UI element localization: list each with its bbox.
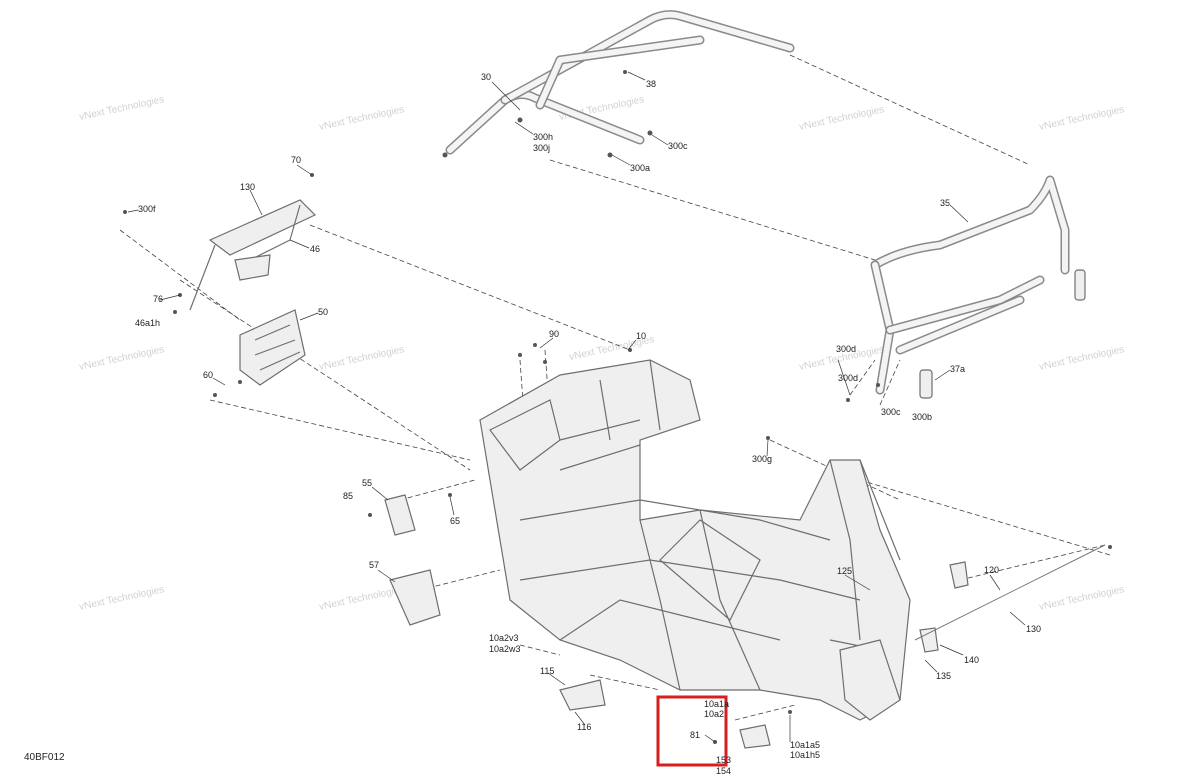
watermark: vNext Technologies: [318, 584, 405, 613]
highlight-box: [656, 695, 728, 767]
callout-120: 120: [984, 565, 999, 575]
callout-65: 65: [450, 516, 460, 526]
callout-57: 57: [369, 560, 379, 570]
callout-115: 115: [540, 666, 554, 676]
callout-76: 76: [153, 294, 163, 304]
callout-50: 50: [318, 307, 328, 317]
callout-10a1a: 10a1a: [704, 699, 729, 709]
watermark: vNext Technologies: [78, 344, 165, 373]
callout-55: 55: [362, 478, 372, 488]
callout-85: 85: [343, 491, 353, 501]
callout-300b: 300b: [912, 412, 932, 422]
callout-300g: 300g: [752, 454, 772, 464]
callout-125: 125: [837, 566, 852, 576]
callout-300c-top: 300c: [668, 141, 688, 151]
small-parts: [368, 383, 1112, 749]
watermark: vNext Technologies: [1038, 104, 1125, 133]
callout-46: 46: [310, 244, 320, 254]
callout-116: 116: [577, 722, 591, 732]
callout-10a1h5: 10a1h5: [790, 750, 820, 760]
figure-code: 40BF012: [24, 752, 65, 763]
rear-cage-35: [870, 175, 1086, 399]
callout-10a2w3: 10a2w3: [489, 644, 521, 654]
callout-70: 70: [291, 155, 301, 165]
callout-154: 154: [716, 766, 731, 776]
roof-bar-30: [442, 10, 795, 158]
callout-153: 153: [716, 755, 731, 765]
callout-300a: 300a: [630, 163, 650, 173]
callout-130-right: 130: [1026, 624, 1041, 634]
assembly-lines: [119, 54, 1111, 721]
callout-300f: 300f: [138, 204, 156, 214]
callout-300d: 300d: [838, 373, 858, 383]
callout-135: 135: [936, 671, 951, 681]
watermark: vNext Technologies: [1038, 584, 1125, 613]
callout-10a1a5: 10a1a5: [790, 740, 820, 750]
callout-60: 60: [203, 370, 213, 380]
callout-35: 35: [940, 198, 950, 208]
callout-130-top: 130: [240, 182, 255, 192]
front-brackets: [123, 173, 317, 314]
callout-30: 30: [481, 72, 491, 82]
watermark: vNext Technologies: [78, 584, 165, 613]
callout-90: 90: [549, 329, 559, 339]
callout-46a1h: 46a1h: [135, 318, 160, 328]
watermark: vNext Technologies: [78, 94, 165, 123]
watermark: vNext Technologies: [318, 344, 405, 373]
callout-140: 140: [964, 655, 979, 665]
bracket-50: [213, 309, 306, 397]
main-frame-10: [479, 343, 911, 721]
callout-38: 38: [646, 79, 656, 89]
callout-10: 10: [636, 331, 646, 341]
leader-lines: [127, 71, 1026, 743]
callout-labels: 30 38 300h 300j 300c 300a 35 70 130 300f…: [135, 72, 1041, 776]
callout-81: 81: [690, 730, 700, 740]
callout-10a2v3: 10a2v3: [489, 633, 519, 643]
callout-37a: 37a: [950, 364, 965, 374]
callout-300c: 300c: [881, 407, 901, 417]
callout-300d-left: 300d: [836, 344, 856, 354]
watermark: vNext Technologies: [798, 104, 885, 133]
watermark: vNext Technologies: [1038, 344, 1125, 373]
watermark: vNext Technologies: [318, 104, 405, 133]
callout-300j: 300j: [533, 143, 550, 153]
callout-300h: 300h: [533, 132, 553, 142]
callout-10a2: 10a2: [704, 709, 724, 719]
